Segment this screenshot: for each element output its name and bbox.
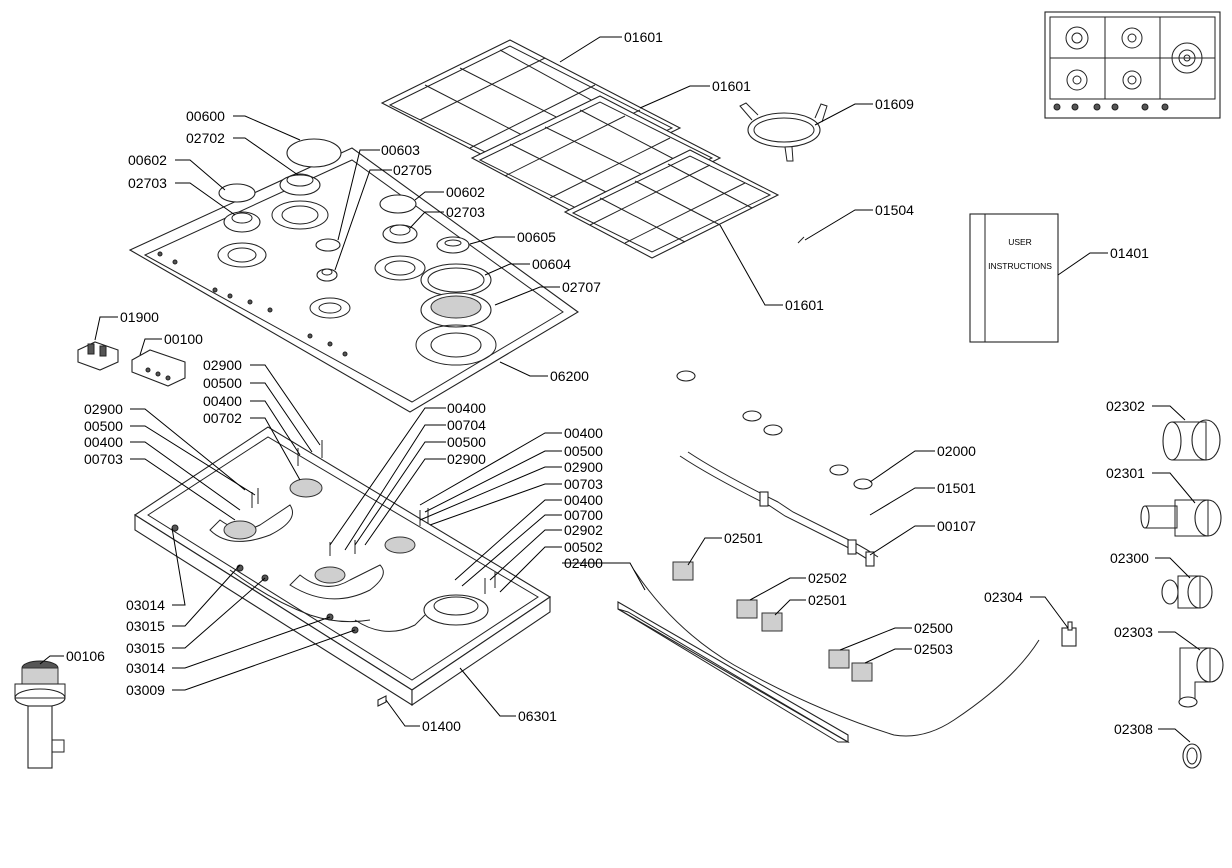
part-label-02900-a: 02900 xyxy=(203,357,242,373)
part-label-02900-b: 02900 xyxy=(84,401,123,417)
part-label-00603: 00603 xyxy=(381,142,420,158)
part-labels: 01601 01601 01601 01609 01504 01401 0060… xyxy=(66,29,1153,737)
part-label-02304: 02304 xyxy=(984,589,1023,605)
part-label-00500-b: 00500 xyxy=(84,418,123,434)
part-label-02707: 02707 xyxy=(562,279,601,295)
spark-generator-wiring xyxy=(679,451,879,567)
gas-manifold-ramp xyxy=(617,601,850,743)
base-tray xyxy=(133,426,552,707)
gas-connector-02301 xyxy=(1140,499,1222,537)
part-label-03014-a: 03014 xyxy=(126,597,165,613)
part-label-02308: 02308 xyxy=(1114,721,1153,737)
part-label-00400-a: 00400 xyxy=(203,393,242,409)
part-label-00702: 00702 xyxy=(203,410,242,426)
part-label-00400-b: 00400 xyxy=(84,434,123,450)
part-label-02705: 02705 xyxy=(393,162,432,178)
part-label-00604: 00604 xyxy=(532,256,571,272)
part-label-00106: 00106 xyxy=(66,648,105,664)
inlet-tee xyxy=(1061,621,1077,647)
part-label-00602-right: 00602 xyxy=(446,184,485,200)
booklet-line-2: INSTRUCTIONS xyxy=(988,261,1052,271)
top-plate xyxy=(128,138,579,413)
terminal-block xyxy=(77,341,119,371)
part-label-02501-a: 02501 xyxy=(724,530,763,546)
part-label-00107: 00107 xyxy=(937,518,976,534)
part-label-03015-b: 03015 xyxy=(126,640,165,656)
part-label-01401: 01401 xyxy=(1110,245,1149,261)
part-label-02500: 02500 xyxy=(914,620,953,636)
part-label-01609: 01609 xyxy=(875,96,914,112)
part-label-02702: 02702 xyxy=(186,130,225,146)
cooktop-thumbnail xyxy=(1044,11,1221,119)
part-label-01601-mid: 01601 xyxy=(712,78,751,94)
fixing-bracket xyxy=(377,695,387,707)
part-label-02902: 02902 xyxy=(564,522,603,538)
part-label-00500-d: 00500 xyxy=(564,443,603,459)
part-label-03009: 03009 xyxy=(126,682,165,698)
part-label-02400: 02400 xyxy=(564,555,603,571)
part-label-01601-low: 01601 xyxy=(785,297,824,313)
sealing-washer xyxy=(1182,743,1202,769)
part-label-01504: 01504 xyxy=(875,202,914,218)
part-label-01900: 01900 xyxy=(120,309,159,325)
part-label-02301: 02301 xyxy=(1106,465,1145,481)
part-label-00502: 00502 xyxy=(564,539,603,555)
gas-connector-02302 xyxy=(1162,419,1221,461)
part-label-00602-left: 00602 xyxy=(128,152,167,168)
leader-lines xyxy=(39,36,1201,743)
part-label-00703-b: 00703 xyxy=(564,476,603,492)
part-label-03015-a: 03015 xyxy=(126,618,165,634)
part-label-02303: 02303 xyxy=(1114,624,1153,640)
part-label-02302: 02302 xyxy=(1106,398,1145,414)
part-label-00704: 00704 xyxy=(447,417,486,433)
gas-inlet-pipe xyxy=(633,569,1040,737)
spark-plug-tip xyxy=(797,236,805,244)
part-label-00400-c: 00400 xyxy=(447,400,486,416)
part-label-00500-a: 00500 xyxy=(203,375,242,391)
part-label-02300: 02300 xyxy=(1110,550,1149,566)
part-label-01501: 01501 xyxy=(937,480,976,496)
part-label-03014-b: 03014 xyxy=(126,660,165,676)
part-label-02502: 02502 xyxy=(808,570,847,586)
part-label-02900-d: 02900 xyxy=(564,459,603,475)
gas-connector-02300 xyxy=(1161,575,1213,609)
part-label-00500-c: 00500 xyxy=(447,434,486,450)
part-label-02703-right: 02703 xyxy=(446,204,485,220)
part-label-02501-b: 02501 xyxy=(808,592,847,608)
part-label-00400-e: 00400 xyxy=(564,492,603,508)
part-label-06301: 06301 xyxy=(518,708,557,724)
part-label-00703-a: 00703 xyxy=(84,451,123,467)
ignition-connector xyxy=(131,349,186,387)
part-label-02900-c: 02900 xyxy=(447,451,486,467)
part-label-02000: 02000 xyxy=(937,443,976,459)
part-label-00605: 00605 xyxy=(517,229,556,245)
part-label-01400: 01400 xyxy=(422,718,461,734)
part-label-02703-left: 02703 xyxy=(128,175,167,191)
gas-valves xyxy=(672,561,873,682)
part-label-06200: 06200 xyxy=(550,368,589,384)
part-label-00400-d: 00400 xyxy=(564,425,603,441)
wok-ring-support xyxy=(739,102,828,162)
ignition-switch xyxy=(14,660,66,769)
part-label-00600: 00600 xyxy=(186,108,225,124)
gas-elbow-02303 xyxy=(1178,647,1224,708)
part-label-00100: 00100 xyxy=(164,331,203,347)
knobs xyxy=(676,370,873,490)
booklet-line-1: USER xyxy=(1008,237,1032,247)
part-label-02503: 02503 xyxy=(914,641,953,657)
part-label-01601-top: 01601 xyxy=(624,29,663,45)
part-label-00700: 00700 xyxy=(564,507,603,523)
pan-support-grids xyxy=(380,39,780,259)
user-instructions-booklet: USER INSTRUCTIONS xyxy=(969,213,1059,343)
